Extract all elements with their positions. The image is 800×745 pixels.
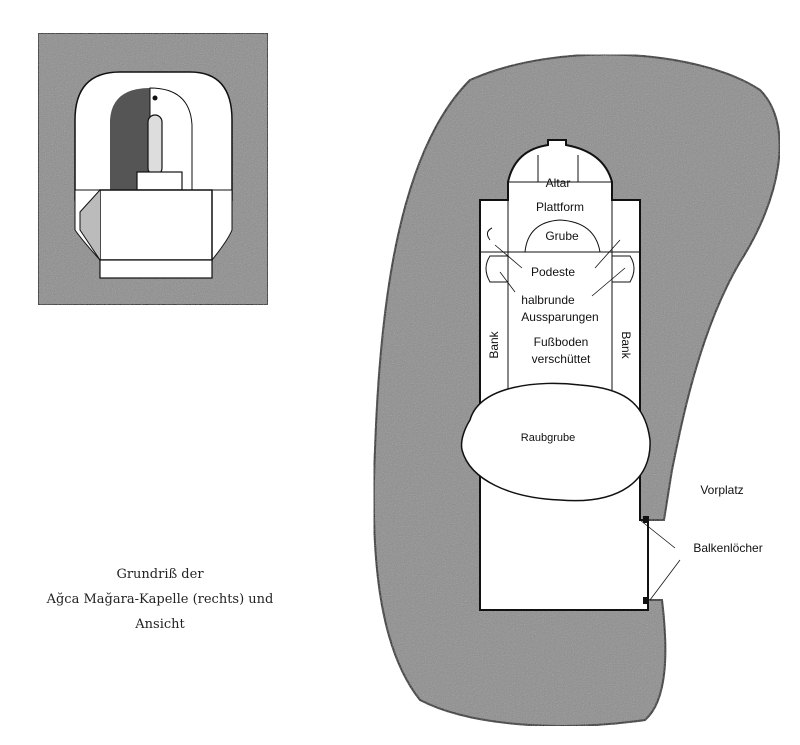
caption: Grundriß der Ağca Mağara-Kapelle (rechts… [46, 567, 274, 632]
elevation-apse-shadow [110, 88, 150, 190]
caption-line-1: Grundriß der [116, 567, 204, 582]
label-robbery-pit: Raubgrube [521, 432, 575, 444]
label-recess-2: Aussparungen [521, 310, 598, 324]
beam-hole [643, 516, 649, 523]
label-bench-left: Bank [487, 330, 501, 358]
label-beam-holes: Balkenlöcher [693, 541, 762, 555]
label-forecourt: Vorplatz [700, 483, 743, 497]
label-floor-1: Fußboden [534, 335, 589, 349]
elevation-block [99, 189, 213, 261]
label-altar: Altar [546, 176, 571, 190]
caption-line-2: Ağca Mağara-Kapelle (rechts) und [46, 592, 274, 607]
label-bench-right: Bank [619, 331, 633, 359]
caption-line-3: Ansicht [134, 617, 185, 632]
beam-hole [643, 597, 649, 604]
elevation-view [37, 32, 269, 306]
elevation-altar-pillar [147, 114, 163, 176]
pit-outline [524, 219, 601, 253]
floor-plan: Altar Plattform Grube Podeste halbrunde … [372, 53, 781, 727]
robbery-pit [460, 382, 651, 502]
label-platform: Plattform [536, 200, 584, 214]
label-floor-2: verschüttet [532, 352, 591, 366]
label-podest: Podeste [531, 265, 575, 279]
label-recess-1: halbrunde [521, 293, 575, 307]
label-pit: Grube [545, 229, 579, 243]
